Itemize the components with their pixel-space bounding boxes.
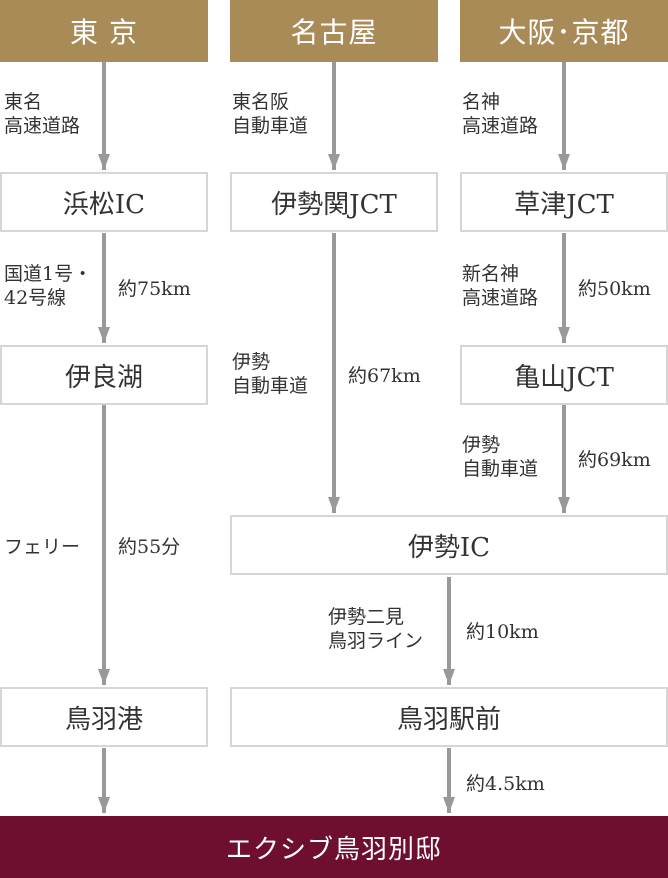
- box-toba-station: 鳥羽駅前: [230, 687, 668, 747]
- route-label-ise-expressway-nagoya: 伊勢 自動車道: [232, 351, 309, 397]
- route-label-ferry: フェリー: [4, 536, 81, 558]
- distance-futami-toba-line: 約10km: [466, 621, 539, 643]
- box-kameyama-jct: 亀山JCT: [460, 345, 668, 405]
- box-irago: 伊良湖: [0, 345, 208, 405]
- header-nagoya: 名古屋: [230, 0, 438, 62]
- route-label-higashi-meihan: 東名阪 自動車道: [232, 91, 309, 137]
- box-kusatsu-jct: 草津JCT: [460, 172, 668, 232]
- box-toba-port: 鳥羽港: [0, 687, 208, 747]
- route-label-national-road: 国道1号・ 42号線: [4, 263, 93, 309]
- header-osaka-kyoto: 大阪･京都: [460, 0, 668, 62]
- distance-shin-meishin: 約50km: [578, 278, 651, 300]
- route-label-tomei: 東名 高速道路: [4, 91, 81, 137]
- distance-ferry: 約55分: [118, 536, 181, 558]
- box-hamamatsu-ic: 浜松IC: [0, 172, 208, 232]
- box-ise-ic: 伊勢IC: [230, 515, 668, 575]
- destination-banner: エクシブ鳥羽別邸: [0, 816, 668, 878]
- distance-ise-expressway-osaka: 約69km: [578, 449, 651, 471]
- route-label-ise-expressway-osaka: 伊勢 自動車道: [462, 434, 539, 480]
- box-ise-seki-jct: 伊勢関JCT: [230, 172, 438, 232]
- distance-ise-expressway-nagoya: 約67km: [348, 365, 421, 387]
- route-label-meishin: 名神 高速道路: [462, 91, 539, 137]
- route-label-shin-meishin: 新名神 高速道路: [462, 263, 539, 309]
- header-tokyo: 東 京: [0, 0, 208, 62]
- distance-final: 約4.5km: [466, 773, 545, 795]
- distance-national-road: 約75km: [118, 278, 191, 300]
- route-label-futami-toba-line: 伊勢二見 鳥羽ライン: [328, 606, 424, 652]
